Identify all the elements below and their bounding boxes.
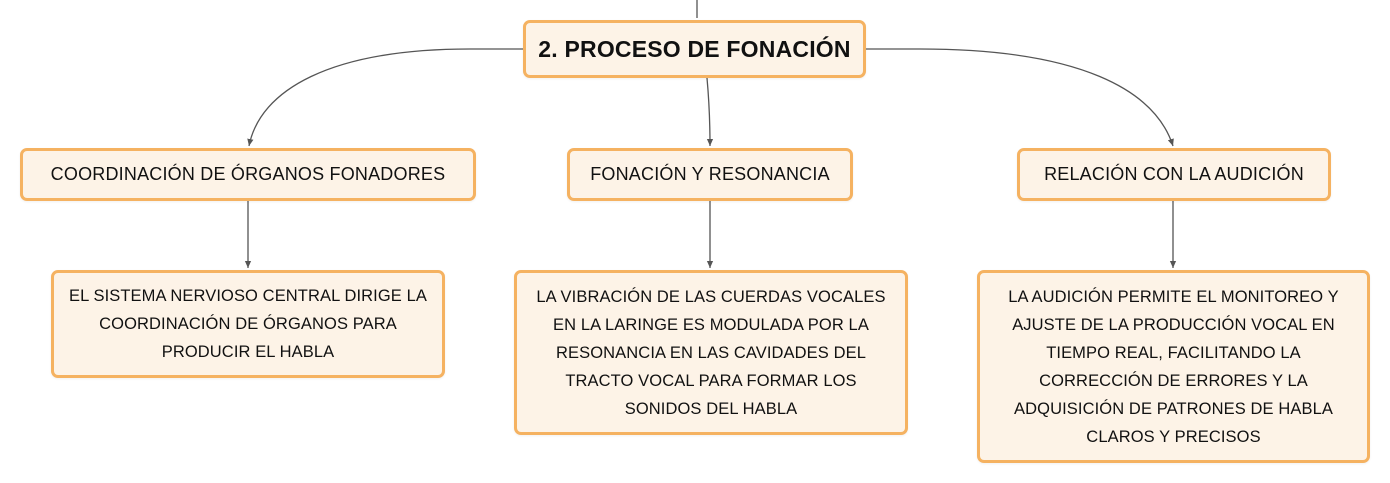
- root-label: 2. PROCESO DE FONACIÓN: [538, 35, 851, 62]
- connector-root-to-topic-1: [247, 48, 523, 147]
- detail-node-fonacion-resonancia[interactable]: LA VIBRACIÓN DE LAS CUERDAS VOCALES EN L…: [514, 270, 908, 435]
- connector-root-to-topic-2: [706, 77, 714, 147]
- topic-node-fonacion-resonancia[interactable]: FONACIÓN Y RESONANCIA: [567, 148, 853, 201]
- detail-node-coordinacion[interactable]: EL SISTEMA NERVIOSO CENTRAL DIRIGE LA CO…: [51, 270, 445, 378]
- connector-root-to-topic-3: [866, 48, 1174, 147]
- topic-node-coordinacion[interactable]: COORDINACIÓN DE ÓRGANOS FONADORES: [20, 148, 476, 201]
- topic-label: COORDINACIÓN DE ÓRGANOS FONADORES: [50, 164, 446, 184]
- detail-node-relacion-audicion[interactable]: LA AUDICIÓN PERMITE EL MONITOREO Y AJUST…: [977, 270, 1370, 463]
- root-node[interactable]: 2. PROCESO DE FONACIÓN: [523, 20, 866, 78]
- topic-label: FONACIÓN Y RESONANCIA: [590, 164, 830, 184]
- topic-node-relacion-audicion[interactable]: RELACIÓN CON LA AUDICIÓN: [1017, 148, 1331, 201]
- detail-text: LA AUDICIÓN PERMITE EL MONITOREO Y AJUST…: [1008, 287, 1339, 446]
- detail-text: LA VIBRACIÓN DE LAS CUERDAS VOCALES EN L…: [536, 287, 886, 418]
- detail-text: EL SISTEMA NERVIOSO CENTRAL DIRIGE LA CO…: [69, 287, 427, 361]
- topic-label: RELACIÓN CON LA AUDICIÓN: [1044, 164, 1304, 184]
